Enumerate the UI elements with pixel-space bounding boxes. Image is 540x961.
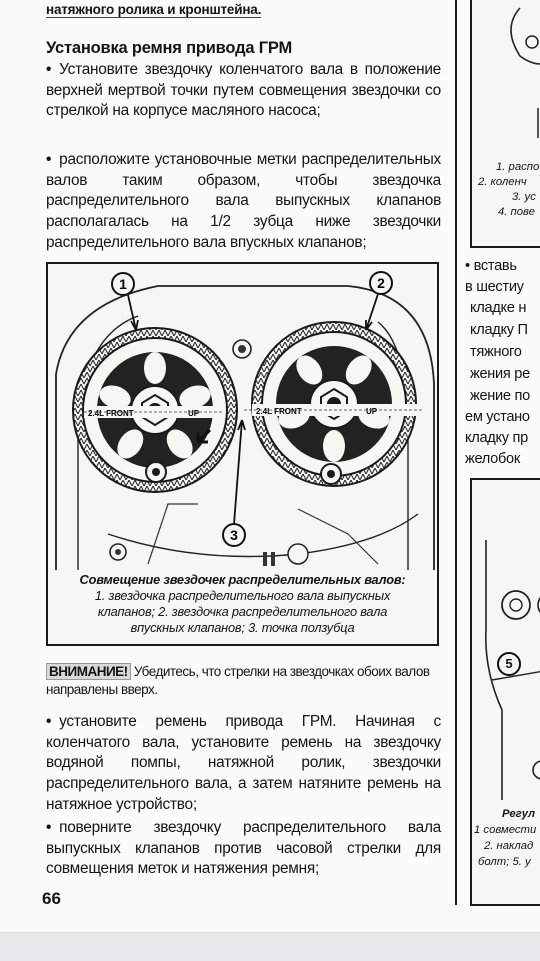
- paragraph-4: •поверните звездочку распределительного …: [46, 819, 441, 878]
- paragraph-2: •расположите установочные метки распреде…: [46, 151, 441, 251]
- right-front-mark: 2.4L FRONT: [256, 407, 302, 416]
- right-up-mark: UP: [366, 407, 378, 416]
- right-bottom-figure: 5 Регул 1 совмести 2. наклад болт; 5. у: [470, 478, 540, 906]
- left-front-mark: 2.4L FRONT: [88, 409, 134, 418]
- left-sprocket: 2.4L FRONT UP: [72, 327, 238, 493]
- paragraph-1: •Установите звездочку коленчатого вала в…: [46, 61, 441, 120]
- bullet: •: [46, 819, 52, 836]
- bullet: •: [46, 713, 52, 730]
- column-divider: [455, 0, 457, 905]
- right-bottom-illustration: [485, 540, 540, 800]
- callout-1: 1: [111, 272, 139, 331]
- paragraph-3: •установите ремень привода ГРМ. Начиная …: [46, 713, 441, 813]
- figure-caption-title: Совмещение звездочек распределительных в…: [79, 572, 406, 587]
- right-top-figure: 1. распо 2. коленч 3. ус 4. пове: [470, 0, 540, 248]
- figure-caption: Совмещение звездочек распределительных в…: [48, 572, 437, 636]
- document-page: натяжного ролика и кронштейна. Установка…: [0, 0, 540, 932]
- svg-text:3: 3: [230, 527, 238, 543]
- sprocket-illustration: 2.4L FRONT UP: [55, 271, 435, 570]
- attention-label: ВНИМАНИЕ!: [46, 663, 131, 680]
- callout-2: 2: [365, 271, 393, 331]
- callout-3: 3: [222, 419, 246, 547]
- section-title: Установка ремня привода ГРМ: [46, 39, 292, 57]
- svg-text:1: 1: [119, 276, 127, 292]
- attention-note: ВНИМАНИЕ! Убедитесь, что стрелки на звез…: [46, 663, 430, 697]
- left-up-mark: UP: [188, 409, 200, 418]
- svg-text:2: 2: [377, 275, 385, 291]
- right-sprocket: 2.4L FRONT UP: [244, 321, 424, 487]
- page-number: 66: [42, 889, 61, 908]
- sprocket-figure: 2.4L FRONT UP: [46, 262, 439, 646]
- bullet: •: [46, 61, 52, 78]
- callout-5: 5: [497, 652, 521, 676]
- bullet: •: [46, 151, 52, 168]
- viewer-bottom-bar: [0, 932, 540, 961]
- top-line-text: натяжного ролика и кронштейна.: [46, 2, 262, 18]
- right-top-illustration: [510, 7, 540, 138]
